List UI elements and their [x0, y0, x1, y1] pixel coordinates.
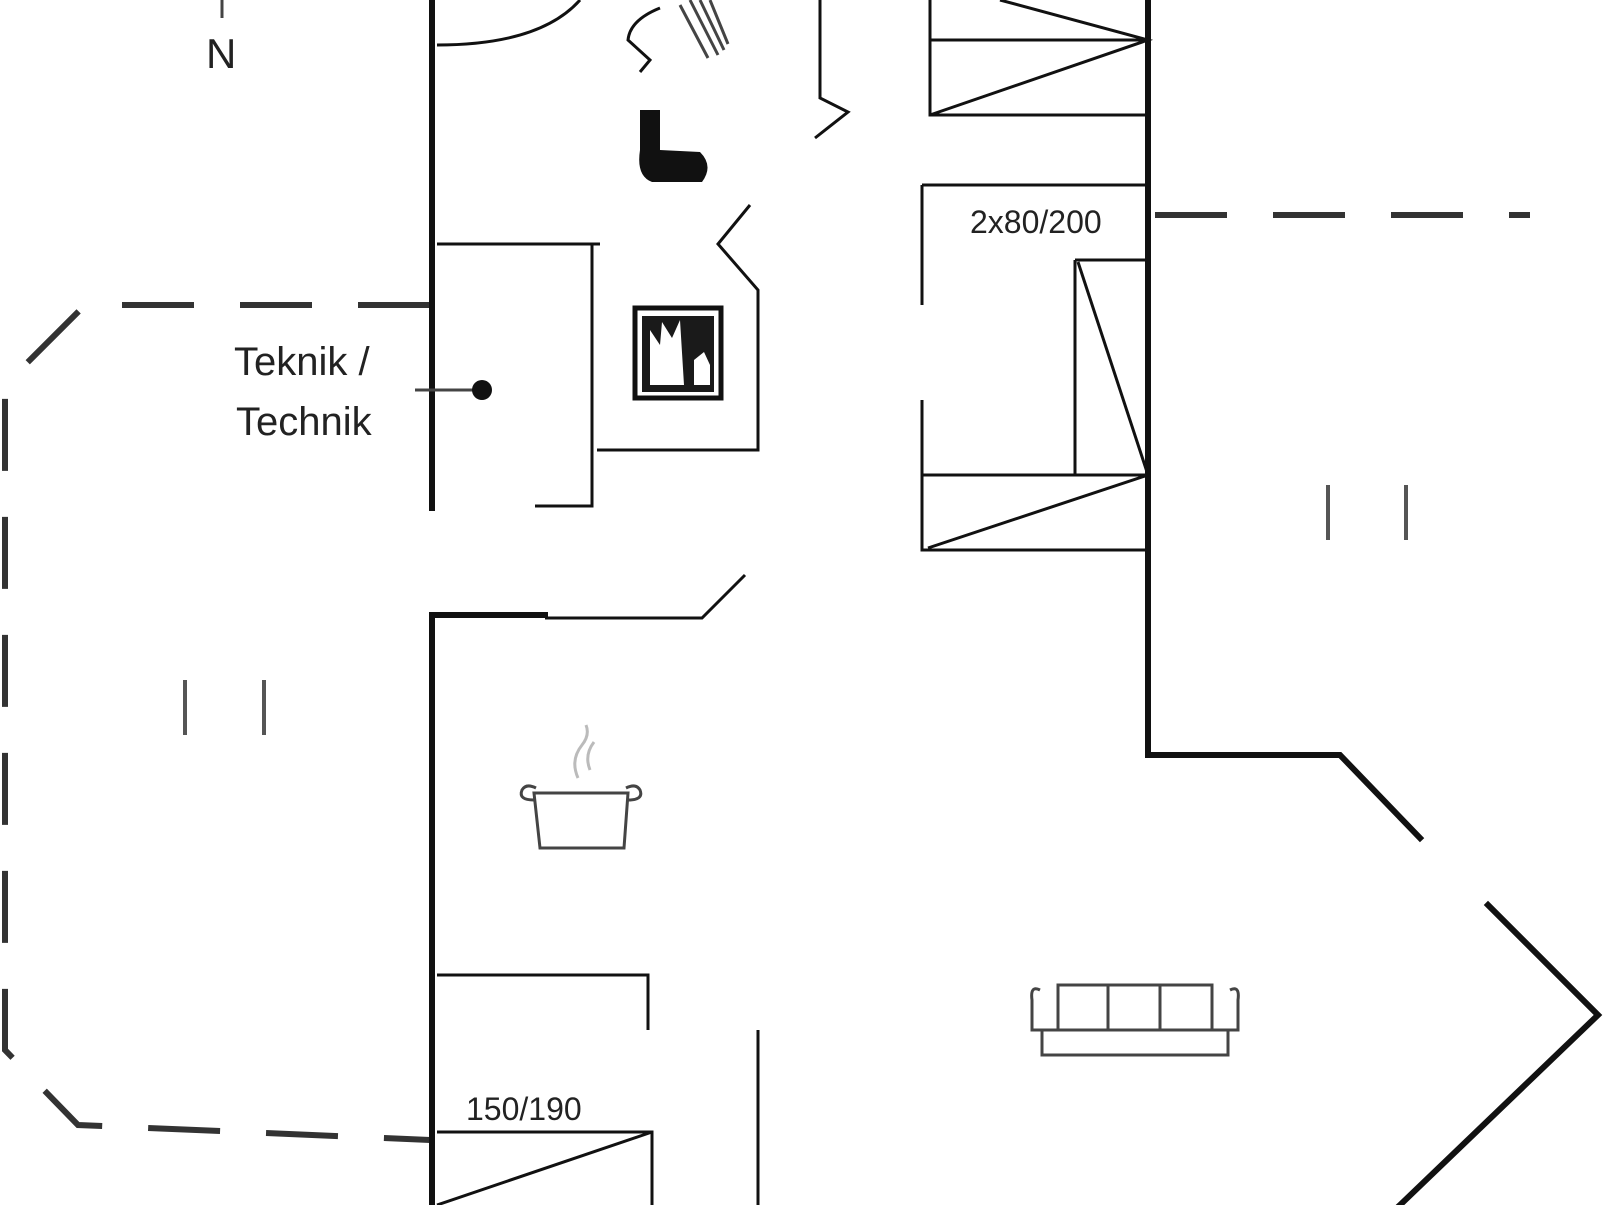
cooking-pot-icon: [519, 724, 643, 850]
exterior-walls: [429, 0, 1603, 1205]
technical-point-icon: [415, 380, 492, 400]
shower-icon: [626, 0, 730, 73]
window-marks-right: [1326, 485, 1408, 540]
toilet-icon: [639, 110, 708, 182]
sofa-icon: [1030, 983, 1240, 1057]
tech-label-line1: Teknik /: [234, 340, 370, 384]
compass-label: N: [206, 30, 236, 77]
bed-size-double: 2x80/200: [970, 204, 1102, 240]
window-marks-left: [183, 680, 266, 735]
bed-lower: [436, 1130, 654, 1205]
bed-upper-top: [928, 0, 1154, 117]
bed-upper-bottom: [922, 473, 1149, 550]
door-swing-top: [436, 0, 582, 47]
terrace-outline-left: [2, 302, 431, 1143]
interior-walls: [437, 0, 1148, 1205]
bed-upper-middle: [1073, 258, 1150, 476]
tech-label-line2: Technik: [236, 400, 373, 444]
bed-size-single: 150/190: [466, 1091, 582, 1127]
fireplace-icon: [632, 305, 724, 401]
